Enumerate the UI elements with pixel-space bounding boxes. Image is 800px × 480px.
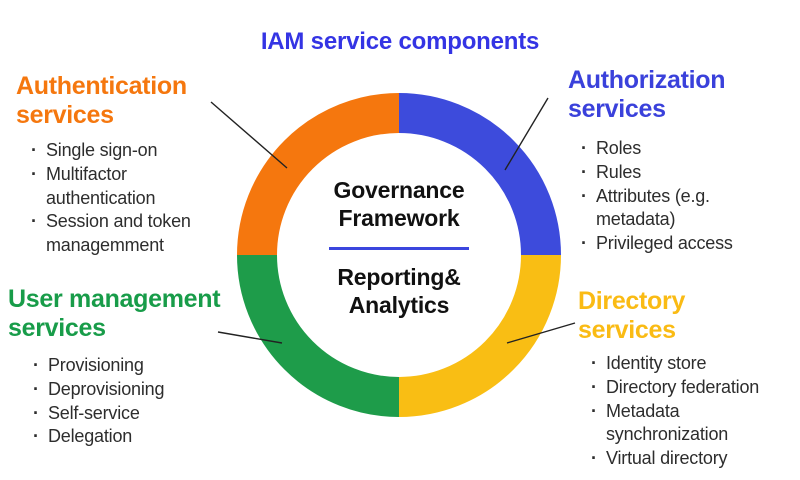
authorization-services-group: Authorization services Roles Rules Attri…	[568, 66, 788, 256]
donut-segment-user-management	[237, 254, 400, 417]
list-item: Delegation	[32, 425, 222, 449]
user-management-services-heading: User management services	[8, 285, 221, 342]
page-title: IAM service components	[260, 28, 540, 55]
list-item: Deprovisioning	[32, 378, 222, 402]
donut-segment-authorization	[398, 93, 561, 256]
list-item: Identity store	[590, 352, 780, 376]
list-item: Single sign-on	[30, 139, 216, 163]
list-item: Self-service	[32, 402, 222, 426]
list-item: Multifactor authentication	[30, 163, 216, 211]
list-item: Rules	[580, 161, 754, 185]
user-management-services-group: User management services Provisioning De…	[8, 285, 258, 449]
list-item: Metadata synchronization	[590, 400, 780, 448]
donut-center-labels: Governance Framework Reporting& Analytic…	[299, 176, 499, 319]
connector-line-user-management	[217, 331, 283, 344]
donut-segment-authentication	[237, 93, 400, 256]
list-item: Virtual directory	[590, 447, 780, 471]
list-item: Provisioning	[32, 354, 222, 378]
directory-services-heading: Directory services	[578, 287, 686, 344]
donut-segment-directory	[398, 254, 561, 417]
list-item: Privileged access	[580, 232, 754, 256]
authorization-services-heading: Authorization services	[568, 66, 726, 123]
connector-line-directory	[506, 322, 576, 344]
authorization-services-list: Roles Rules Attributes (e.g. metadata) P…	[580, 137, 754, 256]
list-item: Directory federation	[590, 376, 780, 400]
list-item: Session and token managemment	[30, 210, 216, 258]
directory-services-list: Identity store Directory federation Meta…	[590, 352, 780, 471]
list-item: Roles	[580, 137, 754, 161]
connector-line-authorization	[504, 97, 549, 171]
directory-services-group: Directory services Identity store Direct…	[578, 287, 759, 471]
reporting-analytics-label: Reporting& Analytics	[337, 264, 461, 319]
governance-framework-label: Governance Framework	[333, 177, 465, 232]
center-divider	[329, 247, 469, 251]
user-management-services-list: Provisioning Deprovisioning Self-service…	[32, 354, 222, 449]
authentication-services-heading: Authentication services	[16, 72, 187, 129]
list-item: Attributes (e.g. metadata)	[580, 185, 754, 233]
authentication-services-list: Single sign-on Multifactor authenticatio…	[30, 139, 216, 258]
authentication-services-group: Authentication services Single sign-on M…	[16, 72, 256, 258]
connector-line-authentication	[210, 101, 288, 169]
